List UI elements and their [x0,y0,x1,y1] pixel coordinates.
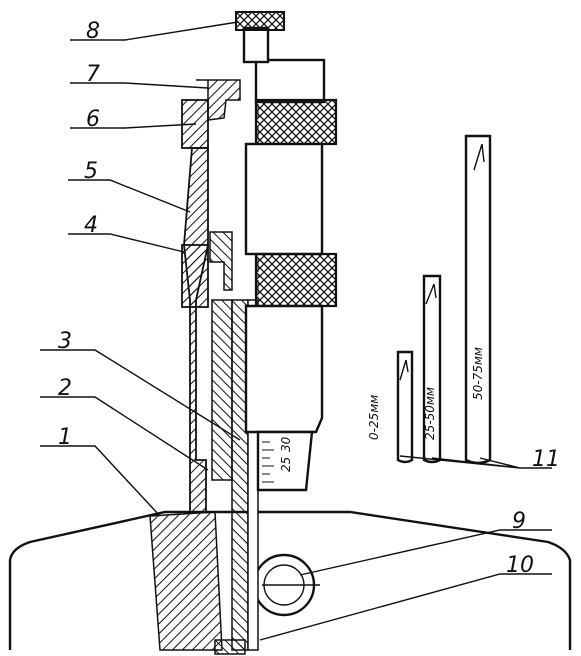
range-25-50: 25-50мм [423,387,437,440]
base [8,510,572,655]
scale-number-30: 30 [279,436,293,452]
leader-lines [40,21,552,641]
knurled-ring-top [254,98,338,146]
callout-4: 4 [84,213,98,238]
scale-number-25: 25 [279,457,293,472]
knurled-ring-bottom [254,252,338,308]
ratchet [235,11,285,64]
housing-left [181,79,241,513]
callout-7: 7 [86,62,100,87]
range-50-75: 50-75мм [471,347,485,400]
callout-3: 3 [58,329,72,354]
callout-8: 8 [86,19,100,44]
callout-2: 2 [58,376,72,401]
callout-1: 1 [58,425,72,450]
rod-50-75 [464,134,492,465]
base-section [149,511,223,651]
callout-9: 9 [512,509,526,534]
callout-11: 11 [532,447,560,472]
callout-10: 10 [506,553,534,578]
range-0-25: 0-25мм [367,395,381,440]
thimble: 25 30 [244,58,338,492]
callout-6: 6 [86,107,100,132]
callout-5: 5 [84,159,98,184]
rod-0-25 [396,350,414,464]
